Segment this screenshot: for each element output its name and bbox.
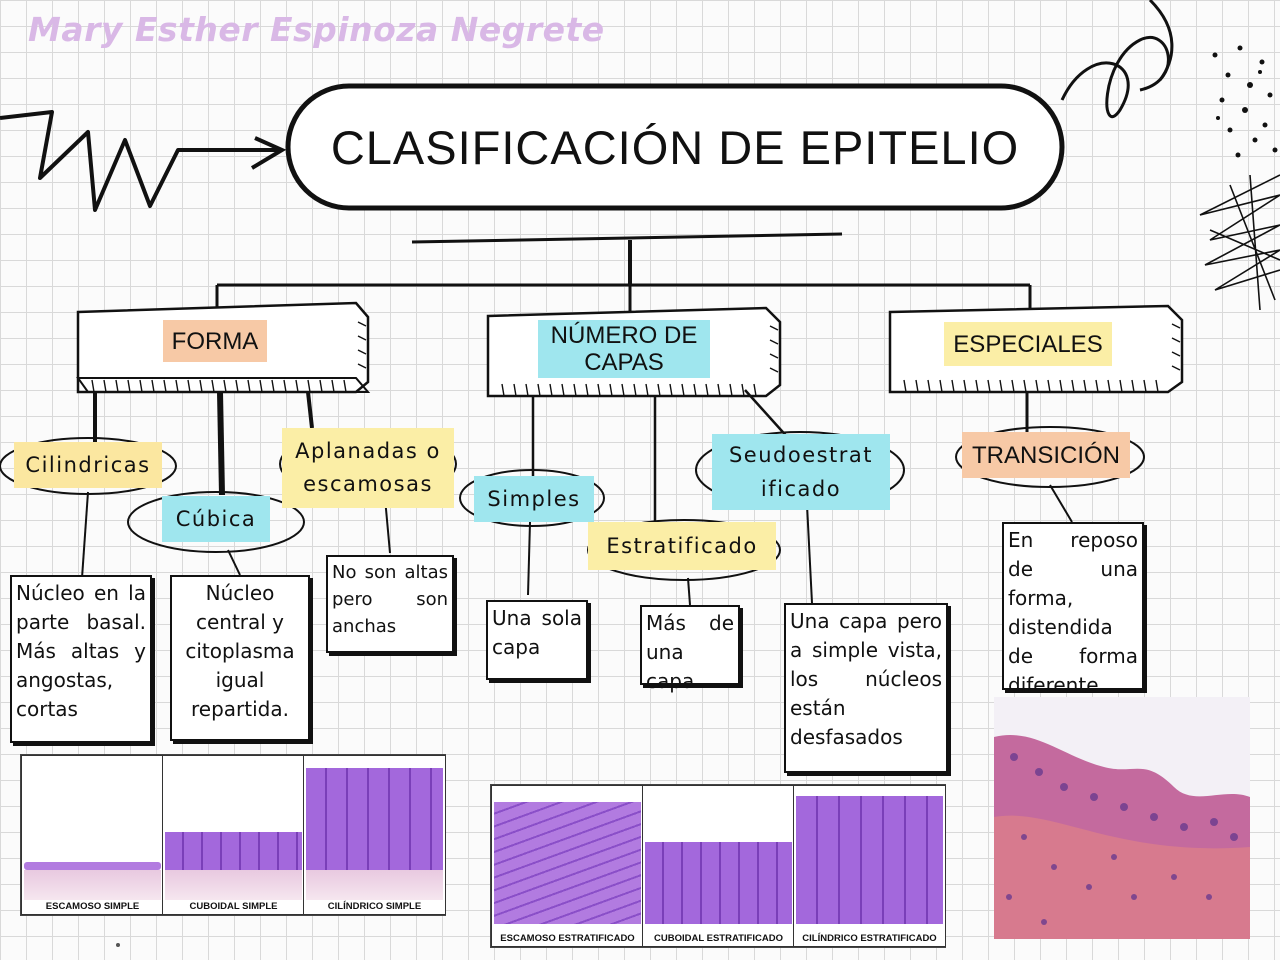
caption-cilindrico-estratificado: CILÍNDRICO ESTRATIFICADO xyxy=(802,933,937,944)
label-cubica: Cúbica xyxy=(162,496,270,542)
caption-cuboidal-simple: CUBOIDAL SIMPLE xyxy=(189,901,278,912)
simple-epithelium-figure: ESCAMOSO SIMPLE CUBOIDAL SIMPLE CILÍNDRI… xyxy=(20,754,446,916)
tissue-image xyxy=(994,734,1250,939)
page-title: CLASIFICACIÓN DE EPITELIO xyxy=(330,120,1020,174)
desc-aplanadas: No son altas pero son anchas xyxy=(326,555,454,653)
stratified-epithelium-figure: ESCAMOSO ESTRATIFICADO CUBOIDAL ESTRATIF… xyxy=(490,784,946,948)
author-name: Mary Esther Espinoza Negrete xyxy=(28,10,605,49)
caption-cuboidal-estratificado: CUBOIDAL ESTRATIFICADO xyxy=(654,933,783,944)
category-forma: FORMA xyxy=(163,320,267,362)
desc-seudoestratificado: Una capa pero a simple vista, los núcleo… xyxy=(784,603,948,773)
panel-escamoso-simple: ESCAMOSO SIMPLE xyxy=(21,755,164,915)
desc-cubica: Núcleo central y citoplasma igual repart… xyxy=(170,575,310,741)
panel-cilindrico-simple: CILÍNDRICO SIMPLE xyxy=(303,755,446,915)
label-estratificado: Estratificado xyxy=(588,522,776,570)
label-simples: Simples xyxy=(474,476,594,522)
transitional-epithelium-photo xyxy=(994,697,1250,939)
desc-estratificado: Más de una capa xyxy=(640,605,740,693)
desc-transicion: En reposo de una forma, distendida de fo… xyxy=(1002,522,1144,697)
category-especiales: ESPECIALES xyxy=(944,322,1112,366)
caption-escamoso-estratificado: ESCAMOSO ESTRATIFICADO xyxy=(500,933,635,944)
desc-cilindricas: Núcleo en la parte basal. Más altas y an… xyxy=(10,575,152,743)
caption-escamoso-simple: ESCAMOSO SIMPLE xyxy=(45,901,140,912)
label-transicion: TRANSICIÓN xyxy=(962,432,1130,478)
category-numero-capas: NÚMERO DE CAPAS xyxy=(538,320,710,378)
label-aplanadas: Aplanadas o escamosas xyxy=(282,428,454,508)
panel-escamoso-estratificado: ESCAMOSO ESTRATIFICADO xyxy=(491,785,644,947)
caption-cilindrico-simple: CILÍNDRICO SIMPLE xyxy=(327,901,422,912)
label-seudoestratificado: Seudoestrat ificado xyxy=(712,434,890,510)
label-cilindricas: Cilindricas xyxy=(14,442,162,488)
panel-cilindrico-estratificado: CILÍNDRICO ESTRATIFICADO xyxy=(793,785,946,947)
panel-cuboidal-estratificado: CUBOIDAL ESTRATIFICADO xyxy=(642,785,795,947)
panel-cuboidal-simple: CUBOIDAL SIMPLE xyxy=(162,755,305,915)
desc-simples: Una sola capa xyxy=(486,600,588,680)
